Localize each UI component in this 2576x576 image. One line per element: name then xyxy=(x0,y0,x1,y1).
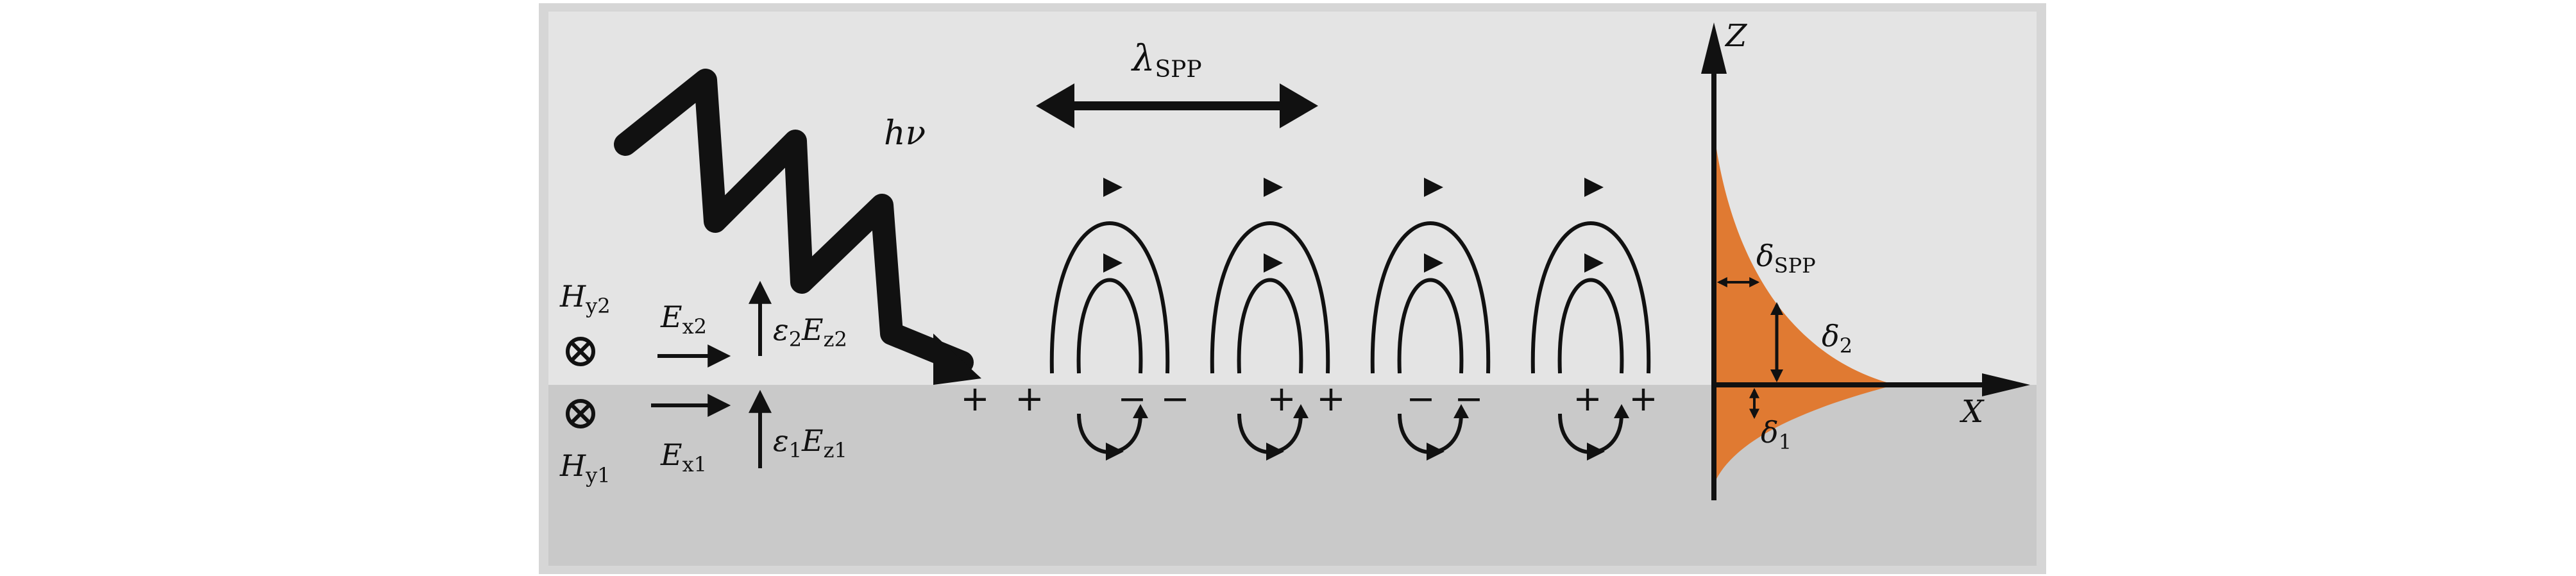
field-direction-arrow xyxy=(1584,253,1604,273)
photon-energy-label: hν xyxy=(884,114,926,153)
field-direction-arrow xyxy=(1133,404,1148,418)
field-direction-arrow xyxy=(1103,178,1123,197)
field-direction-arrow xyxy=(1106,443,1124,461)
delta-2-label: δ2 xyxy=(1822,319,1852,358)
field-line-loop xyxy=(1397,278,1464,374)
ez2-label: ε2Ez2 xyxy=(773,312,847,352)
charge-minus: − xyxy=(1117,378,1146,419)
field-direction-arrow xyxy=(1614,404,1629,418)
x-axis-label: X xyxy=(1959,394,1985,430)
field-line-loop xyxy=(1530,221,1651,374)
circle-cross-icon xyxy=(566,399,595,428)
h-y2-label: Hy2 xyxy=(559,279,611,318)
charge-minus: − xyxy=(1406,378,1435,419)
field-line-loop xyxy=(1370,221,1491,374)
field-direction-arrow xyxy=(1266,443,1284,461)
field-line-loop xyxy=(1237,278,1303,374)
photon-wave-icon xyxy=(614,69,981,385)
field-line-loop xyxy=(1210,221,1330,374)
upper-medium xyxy=(548,12,2037,385)
charge-plus: + xyxy=(1015,378,1044,419)
charge-plus: + xyxy=(960,378,989,419)
charge-minus: − xyxy=(1160,378,1189,419)
delta-1-label: δ1 xyxy=(1761,415,1792,454)
ez1-label: ε1Ez1 xyxy=(773,423,847,462)
field-direction-arrow xyxy=(1424,178,1443,197)
field-lines xyxy=(1049,178,1651,461)
charge-plus: + xyxy=(1629,378,1657,419)
field-direction-arrow xyxy=(1427,443,1445,461)
field-direction-arrow xyxy=(1293,404,1309,418)
field-direction-arrow xyxy=(1424,253,1443,273)
charge-plus: + xyxy=(1267,378,1296,419)
ex1-label: Ex1 xyxy=(660,437,707,477)
z-axis-label: Z xyxy=(1724,18,1748,54)
lambda-spp-label: λSPP xyxy=(1131,38,1202,83)
circle-cross-icon xyxy=(566,337,595,366)
z-axis-arrowhead xyxy=(1701,22,1727,74)
field-direction-arrow xyxy=(1587,443,1605,461)
field-line-loop xyxy=(1076,278,1143,374)
x-axis-arrowhead xyxy=(1982,373,2030,396)
field-line-loop xyxy=(1049,221,1170,374)
lambda-spp-arrow xyxy=(1036,83,1318,128)
charge-plus: + xyxy=(1316,378,1345,419)
delta-spp-label: δSPP xyxy=(1756,239,1816,278)
charge-plus: + xyxy=(1573,378,1602,419)
field-direction-arrow xyxy=(1584,178,1604,197)
field-direction-arrow xyxy=(1103,253,1123,273)
charge-minus: − xyxy=(1454,378,1483,419)
field-direction-arrow xyxy=(1264,253,1283,273)
field-direction-arrow xyxy=(1264,178,1283,197)
field-direction-arrow xyxy=(1453,404,1469,418)
surface-charges: ++−−++−−++ xyxy=(960,378,1657,419)
h-y1-label: Hy1 xyxy=(559,448,611,487)
field-line-loop xyxy=(1557,278,1624,374)
ex2-label: Ex2 xyxy=(660,300,707,339)
